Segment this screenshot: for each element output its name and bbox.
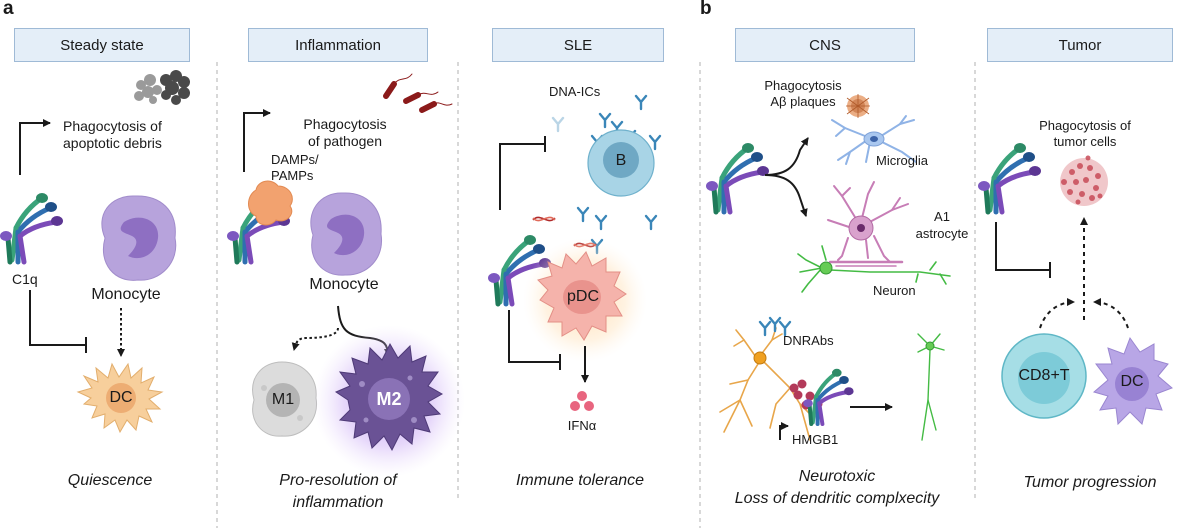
cd8-label: CD8+T <box>1018 367 1070 384</box>
dc-cell <box>76 362 164 434</box>
cns-phagocytosis-line1: Phagocytosis <box>764 78 842 93</box>
damp-pamp-icon <box>248 180 293 226</box>
monocyte-label: Monocyte <box>91 286 161 303</box>
c1q-icon <box>0 193 63 262</box>
damaged-neuron <box>917 333 945 441</box>
steady-phagocytosis-line2: apoptotic debris <box>63 135 162 151</box>
header-steady-state: Steady state <box>14 28 190 62</box>
cns-footer-line1: Neurotoxic <box>798 468 876 485</box>
inhibition-line <box>29 290 86 346</box>
phagocytosis-arrow <box>19 119 51 175</box>
steady-phagocytosis-line1: Phagocytosis of <box>63 118 162 134</box>
amyloid-plaque-icon <box>846 94 870 118</box>
astrocyte-arrow <box>764 174 808 217</box>
b-cell <box>587 129 655 197</box>
cd8-arrow <box>1039 298 1075 329</box>
m1-label: M1 <box>271 391 295 408</box>
cns-footer-line2: Loss of dendritic complxecity <box>734 490 940 507</box>
inflammation-phagocytosis-line1: Phagocytosis <box>303 116 387 132</box>
pathogen-icon <box>383 73 453 113</box>
inflammation-footer-line1: Pro-resolution of <box>279 472 397 489</box>
tumor-dc-cell <box>1092 336 1173 426</box>
microglia-arrow <box>764 137 809 176</box>
dnrabs-label: DNRAbs <box>783 333 834 348</box>
panel-letter-a: a <box>3 0 14 19</box>
header-sle: SLE <box>492 28 664 62</box>
dc-arrow <box>1093 298 1129 329</box>
inhibition-line-pdc <box>508 310 560 363</box>
pdc-label: pDC <box>566 288 599 305</box>
panel-letter-b: b <box>700 0 712 19</box>
inhibition-line-sle <box>499 143 545 210</box>
a1-label-line2: astrocyte <box>915 226 969 241</box>
tumor-dc-label: DC <box>1120 373 1144 390</box>
ifna-label: IFNα <box>567 418 597 433</box>
header-cns: CNS <box>735 28 915 62</box>
phagocytosis-arrow-inflammation <box>243 109 271 172</box>
damps-label-line1: DAMPs/ <box>271 152 319 167</box>
m2-label: M2 <box>376 389 402 409</box>
pdc-cell <box>523 238 647 362</box>
inflammation-phagocytosis-line2: of pathogen <box>308 133 382 149</box>
c1q-label: C1q <box>12 271 38 287</box>
cns-phagocytosis-line2: Aβ plaques <box>770 94 836 109</box>
neuron-cell <box>797 245 951 293</box>
cd8-t-cell <box>1001 333 1087 419</box>
microglia-cell <box>831 115 917 165</box>
header-tumor: Tumor <box>987 28 1173 62</box>
monocyte-cell <box>101 195 177 281</box>
steady-footer: Quiescence <box>67 472 153 489</box>
inhibition-line-tumor <box>995 222 1050 271</box>
monocyte-cell-inflammation <box>310 192 383 276</box>
tumor-footer: Tumor progression <box>1023 474 1157 491</box>
b-cell-label: B <box>615 152 627 169</box>
neuron-label: Neuron <box>873 283 916 298</box>
inflammation-footer-line2: inflammation <box>292 494 384 511</box>
a1-label-line1: A1 <box>934 209 950 224</box>
panel-dividers <box>216 62 976 528</box>
monocyte-label-inflammation: Monocyte <box>309 276 379 293</box>
header-inflammation: Inflammation <box>248 28 428 62</box>
hmgb1-arrow <box>779 422 789 440</box>
tumor-cells-icon <box>1060 155 1108 206</box>
sle-footer: Immune tolerance <box>515 472 645 489</box>
c1q-icon-cns <box>706 143 769 212</box>
tumor-phagocytosis-line1: Phagocytosis of <box>1039 118 1131 133</box>
m1-cell <box>252 361 318 437</box>
microglia-label: Microglia <box>876 153 929 168</box>
apoptotic-debris-icon <box>134 70 190 105</box>
m2-cell <box>313 325 465 477</box>
astrocyte-cell <box>827 181 909 267</box>
c1q-icon-tumor <box>978 143 1041 212</box>
damps-label-line2: PAMPs <box>271 168 314 183</box>
hmgb1-label: HMGB1 <box>792 432 839 447</box>
dc-label: DC <box>109 389 133 406</box>
dna-ics-label: DNA-ICs <box>549 84 601 99</box>
tumor-phagocytosis-line2: tumor cells <box>1053 134 1117 149</box>
m1-polarization-arrow <box>291 327 339 351</box>
ifna-icon <box>570 391 594 411</box>
